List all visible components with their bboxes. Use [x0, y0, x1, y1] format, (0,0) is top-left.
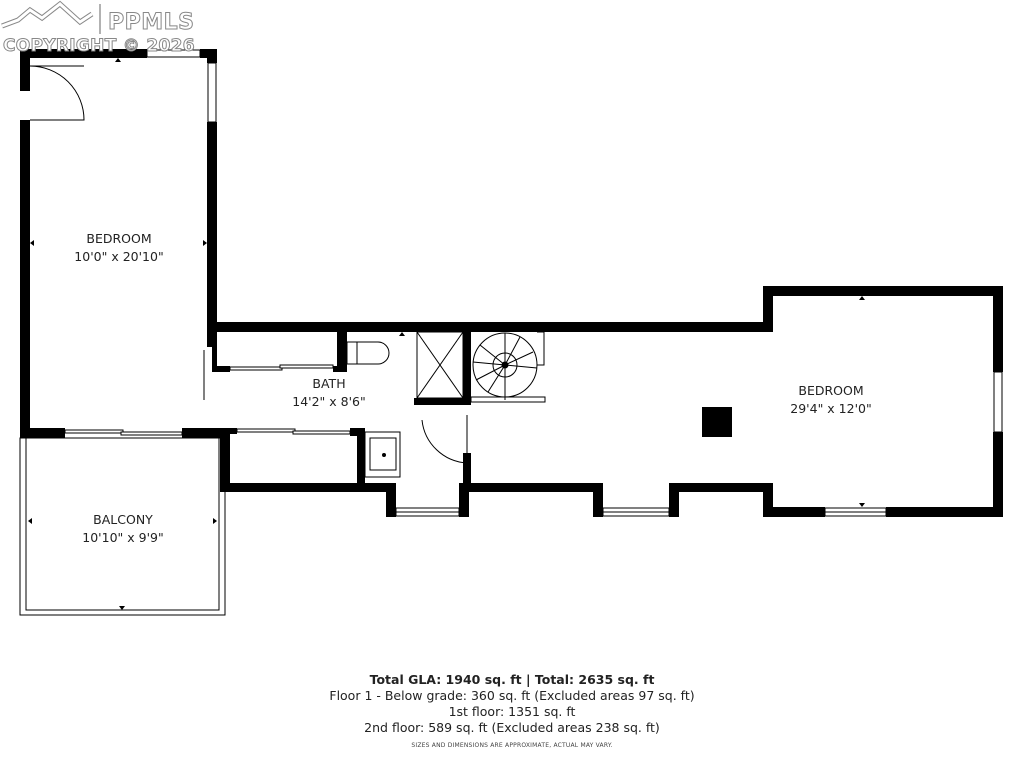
watermark: PPMLS COPYRIGHT © 2026: [0, 0, 230, 60]
disclaimer: SIZES AND DIMENSIONS ARE APPROXIMATE, AC…: [411, 742, 613, 749]
room-label-bedroom-right: BEDROOM 29'4" x 12'0": [790, 382, 871, 418]
room-name: BALCONY: [93, 512, 153, 527]
room-label-balcony: BALCONY 10'10" x 9'9": [82, 511, 163, 547]
area-summary: Total GLA: 1940 sq. ft | Total: 2635 sq.…: [212, 672, 812, 751]
doors: [29, 65, 468, 464]
room-dimensions: 14'2" x 8'6": [292, 394, 366, 409]
mountain-peaks-icon: [1, 0, 101, 34]
sink: [364, 431, 401, 478]
floor-area-second: 2nd floor: 589 sq. ft (Excluded areas 23…: [364, 720, 660, 735]
floor-area-below-grade: Floor 1 - Below grade: 360 sq. ft (Exclu…: [329, 688, 695, 703]
toilet: [346, 341, 390, 365]
room-name: BATH: [312, 376, 346, 391]
balcony-railing: [19, 437, 226, 616]
windows: [146, 49, 1003, 517]
spiral-stairs: [470, 331, 546, 403]
room-dimensions: 10'10" x 9'9": [82, 530, 164, 545]
total-area: Total GLA: 1940 sq. ft | Total: 2635 sq.…: [369, 672, 655, 687]
shower: [416, 331, 464, 399]
room-label-bedroom-left: BEDROOM 10'0" x 20'10": [74, 230, 163, 266]
room-dimensions: 29'4" x 12'0": [790, 401, 872, 416]
floor-area-first: 1st floor: 1351 sq. ft: [448, 704, 576, 719]
brand-name: PPMLS: [108, 10, 195, 36]
dimension-markers: [28, 58, 865, 610]
room-label-bath: BATH 14'2" x 8'6": [292, 375, 365, 411]
room-name: BEDROOM: [86, 231, 152, 246]
walls: [20, 49, 1003, 517]
room-dimensions: 10'0" x 20'10": [74, 249, 164, 264]
copyright-notice: COPYRIGHT © 2026: [3, 36, 196, 57]
room-name: BEDROOM: [798, 383, 864, 398]
